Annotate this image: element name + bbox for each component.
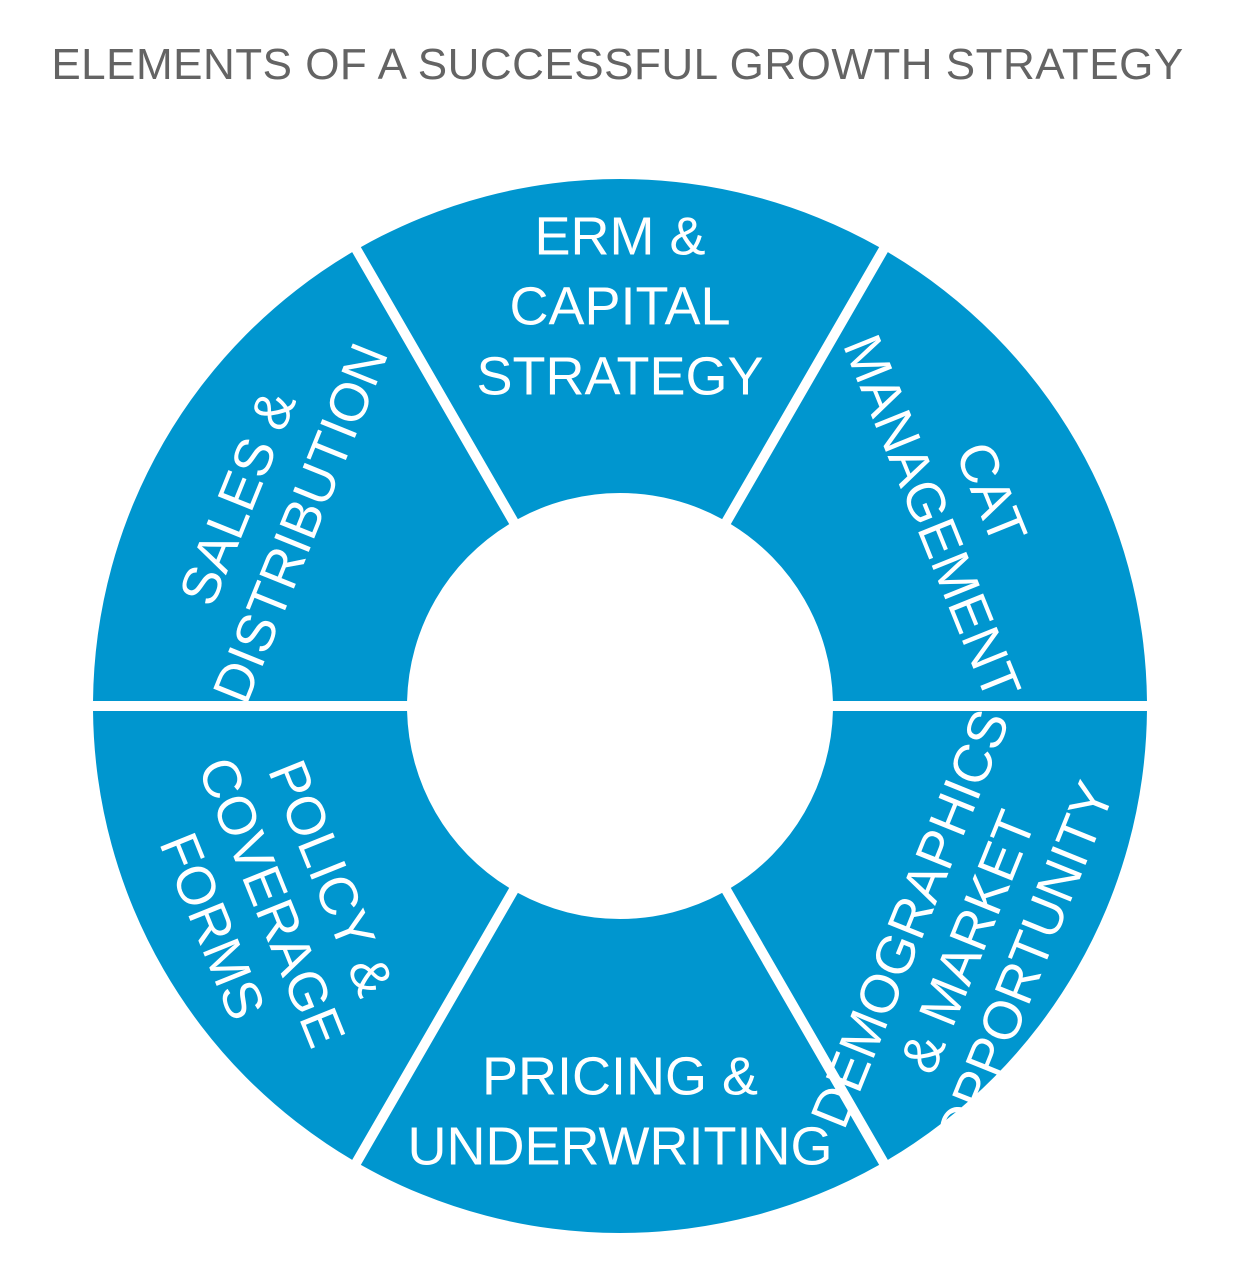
segment-demographics	[730, 710, 1147, 1160]
segment-label-pricing: PRICING & UNDERWRITING	[408, 1046, 833, 1176]
segment-label-line: STRATEGY	[476, 346, 763, 406]
segment-label-line: CAPITAL	[509, 276, 730, 336]
segment-label-erm: ERM & CAPITAL STRATEGY	[476, 206, 763, 406]
segment-label-line: PRICING &	[482, 1046, 758, 1106]
segment-sales	[93, 252, 510, 702]
segments-layer	[93, 179, 1147, 1233]
segment-label-policy: POLICY &COVERAGEFORMS	[127, 725, 416, 1079]
segment-cat	[730, 252, 1147, 702]
segment-erm	[360, 179, 880, 520]
segment-pricing	[360, 892, 880, 1233]
segment-label-line: UNDERWRITING	[408, 1116, 833, 1176]
segment-label-line: ERM &	[534, 206, 705, 266]
diagram-title: ELEMENTS OF A SUCCESSFUL GROWTH STRATEGY	[51, 40, 1184, 89]
segment-policy	[93, 710, 510, 1160]
